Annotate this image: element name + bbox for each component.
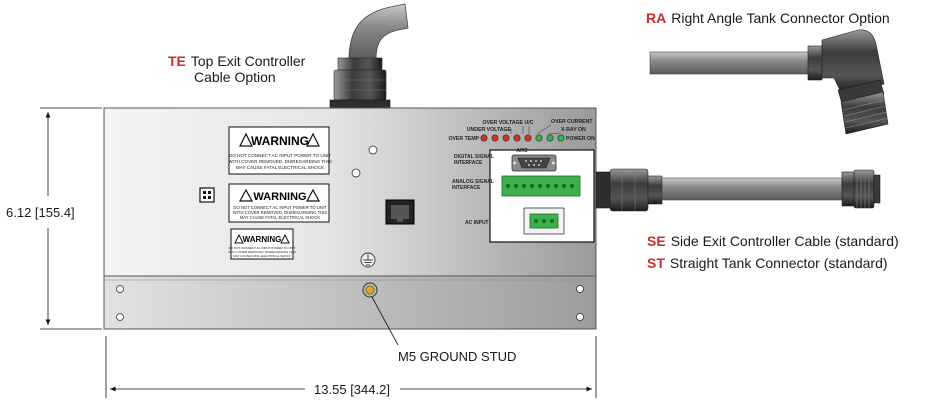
warning-text: WITH COVER REMOVED. DISREGARDING THIS xyxy=(233,210,328,215)
small-connector-icon xyxy=(199,187,215,203)
warning-triangle-icon xyxy=(306,132,320,147)
over-current-label: OVER CURRENT xyxy=(551,119,593,125)
te-callout: TE Top Exit Controller xyxy=(168,53,306,69)
screw-icon xyxy=(116,145,584,321)
xray-on-led xyxy=(546,134,554,142)
warning-triangle-icon xyxy=(305,188,321,202)
ra-text: Right Angle Tank Connector Option xyxy=(671,10,889,26)
warning-title: WARNING xyxy=(253,191,306,203)
st-text: Straight Tank Connector (standard) xyxy=(670,255,888,271)
side-exit-cable xyxy=(595,168,881,212)
digital-signal-label: DIGITAL SIGNAL xyxy=(454,154,494,160)
se-callout: SE Side Exit Controller Cable (standard) xyxy=(647,233,899,249)
se-code: SE xyxy=(647,233,666,249)
warning-triangle-icon xyxy=(239,132,253,147)
ground-symbol-icon xyxy=(360,252,376,268)
warning-title: WARNING xyxy=(243,235,282,244)
width-dimension-label: 13.55 [344.2] xyxy=(314,382,390,397)
warning-label-1: WARNING DO NOT CONNECT AC INPUT POWER TO… xyxy=(228,126,332,175)
te-line1: Top Exit Controller xyxy=(191,53,306,69)
over-temp-led xyxy=(480,134,488,142)
analog-terminal-block-icon xyxy=(501,175,581,197)
warning-text: MAY CAUSE FATAL ELECTRICAL SHOCK xyxy=(236,165,325,170)
over-voltage-led xyxy=(513,134,521,142)
power-on-led xyxy=(557,134,565,142)
ra-code: RA xyxy=(646,10,666,26)
warning-triangle-icon xyxy=(238,188,254,202)
warning-text: MAY CAUSE FATAL ELECTRICAL SHOCK xyxy=(240,215,321,220)
width-dimension xyxy=(105,336,597,398)
warning-text: WITH COVER REMOVED. DISREGARDING THIS xyxy=(228,250,296,254)
control-panel: OVER VOLTAGE UNDER VOLTAGE OVER TEMP ARC… xyxy=(448,119,595,243)
te-code: TE xyxy=(168,53,186,69)
xray-on-label: X-RAY ON xyxy=(561,127,586,133)
warning-title: WARNING xyxy=(251,134,309,148)
arc-led xyxy=(502,134,510,142)
warning-label-2: WARNING DO NOT CONNECT AC INPUT POWER TO… xyxy=(228,183,330,223)
warning-triangle-icon xyxy=(280,233,290,244)
warning-label-3: WARNING DO NOT CONNECT AC INPUT POWER TO… xyxy=(228,228,296,260)
right-angle-connector xyxy=(649,29,889,135)
over-current-led xyxy=(535,134,543,142)
ac-input-label: AC INPUT xyxy=(465,220,489,226)
warning-text: WITH COVER REMOVED. DISREGARDING THIS xyxy=(228,159,332,164)
top-exit-cable xyxy=(329,3,409,109)
warning-text: DO NOT CONNECT AC INPUT POWER TO UNIT xyxy=(229,246,296,250)
over-temp-label: OVER TEMP xyxy=(448,136,479,142)
height-dimension xyxy=(40,107,102,330)
warning-triangle-icon xyxy=(234,233,244,244)
ra-callout: RA Right Angle Tank Connector Option xyxy=(646,10,890,26)
warning-text: DO NOT CONNECT AC INPUT POWER TO UNIT xyxy=(233,205,327,210)
te-line2: Cable Option xyxy=(194,69,276,85)
digital-interface-label: INTERFACE xyxy=(454,160,483,166)
analog-interface-label: INTERFACE xyxy=(452,185,481,191)
arc-label: ARC xyxy=(516,148,527,154)
under-voltage-label: UNDER VOLTAGE xyxy=(467,127,512,133)
analog-signal-label: ANALOG SIGNAL xyxy=(452,179,494,185)
warning-text: DO NOT CONNECT AC INPUT POWER TO UNIT xyxy=(229,153,331,158)
uc-label: U/C xyxy=(525,120,534,126)
ground-stud-leader xyxy=(371,296,399,346)
st-callout: ST Straight Tank Connector (standard) xyxy=(647,255,888,271)
st-code: ST xyxy=(647,255,665,271)
over-voltage-label: OVER VOLTAGE xyxy=(483,120,524,126)
ground-stud-icon xyxy=(362,282,378,298)
under-voltage-led xyxy=(491,134,499,142)
warning-text: MAY CAUSE FATAL ELECTRICAL SHOCK xyxy=(233,254,291,258)
uc-led xyxy=(524,134,532,142)
ac-input-connector-icon xyxy=(523,207,565,235)
digital-db9-connector-icon xyxy=(511,154,557,172)
se-text: Side Exit Controller Cable (standard) xyxy=(671,233,899,249)
height-dimension-label: 6.12 [155.4] xyxy=(6,205,75,220)
ground-stud-label: M5 GROUND STUD xyxy=(398,349,516,364)
status-leds xyxy=(480,134,565,142)
rj45-port-icon xyxy=(385,199,415,225)
power-on-label: POWER ON xyxy=(566,136,595,142)
